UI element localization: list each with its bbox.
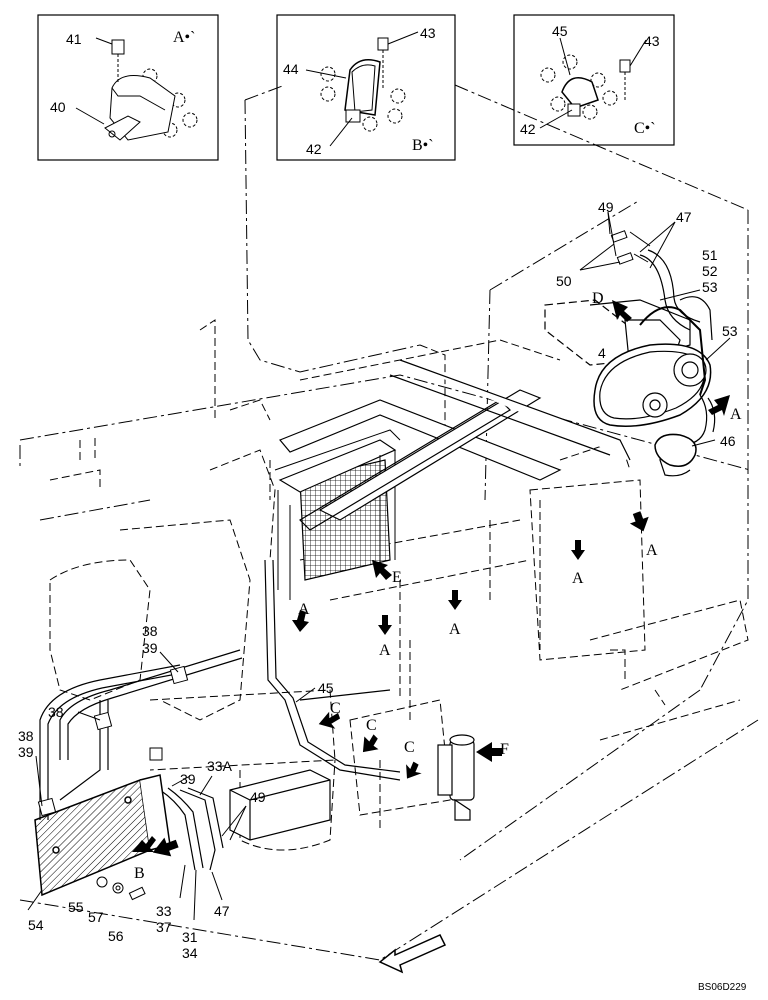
inset-letters: A•` B•` C•` xyxy=(173,29,656,154)
label-47-top: 47 xyxy=(676,209,692,225)
label-39-c: 39 xyxy=(18,744,34,760)
drawing-code: BS06D229 xyxy=(698,982,747,993)
arrow-c3 xyxy=(406,761,422,779)
label-57: 57 xyxy=(88,909,104,925)
label-31: 31 xyxy=(182,929,198,945)
inset-box-c xyxy=(513,14,675,146)
label-49-top: 49 xyxy=(598,199,614,215)
compressor-assembly xyxy=(544,249,716,477)
part-numbers: 41 40 43 44 42 45 43 42 49 47 51 52 53 5… xyxy=(18,23,738,961)
marker-a1: A xyxy=(449,621,461,638)
label-43-c: 43 xyxy=(644,33,660,49)
condenser-54 xyxy=(34,774,171,897)
label-53-b: 53 xyxy=(722,323,738,339)
direction-arrows xyxy=(132,300,730,857)
label-38-b: 38 xyxy=(48,704,64,720)
label-41: 41 xyxy=(66,31,82,47)
label-38-c: 38 xyxy=(18,728,34,744)
label-33a: 33A xyxy=(207,758,233,774)
arrow-a4 xyxy=(629,511,649,532)
clamp-drawing-c xyxy=(540,54,631,120)
arrow-a2 xyxy=(378,615,392,635)
marker-a5: A xyxy=(298,601,310,618)
receiver-dryer xyxy=(437,734,475,821)
fittings-49-50 xyxy=(610,230,651,265)
inset-b-letter: B•` xyxy=(412,137,434,154)
label-4: 4 xyxy=(598,345,606,361)
label-46: 46 xyxy=(720,433,736,449)
label-55: 55 xyxy=(68,899,84,915)
label-45: 45 xyxy=(318,680,334,696)
inset-box-a xyxy=(37,14,219,161)
label-44: 44 xyxy=(283,61,299,77)
arrow-c2 xyxy=(362,734,379,753)
marker-e: E xyxy=(392,569,402,586)
marker-c3: C xyxy=(404,739,415,756)
label-45-c: 45 xyxy=(552,23,568,39)
arrow-b2 xyxy=(132,836,156,852)
label-37: 37 xyxy=(156,919,172,935)
marker-f: F xyxy=(500,741,509,758)
label-38-a: 38 xyxy=(142,623,158,639)
clamp-drawing-a xyxy=(104,39,198,141)
arrow-a1 xyxy=(448,590,462,610)
marker-b: B xyxy=(134,865,145,882)
arrow-a-compressor xyxy=(708,395,730,416)
label-53-a: 53 xyxy=(702,279,718,295)
hose-clamps xyxy=(37,665,189,817)
label-47-bottom: 47 xyxy=(214,903,230,919)
arrow-d xyxy=(612,300,632,322)
label-51: 51 xyxy=(702,247,718,263)
label-49-bottom: 49 xyxy=(250,789,266,805)
arrow-a3 xyxy=(571,540,585,560)
label-34: 34 xyxy=(182,945,198,961)
tank xyxy=(229,769,331,841)
label-50: 50 xyxy=(556,273,572,289)
marker-a3: A xyxy=(572,570,584,587)
marker-a-compressor: A xyxy=(730,406,742,423)
arrow-c1 xyxy=(318,711,341,729)
arrow-e xyxy=(372,560,392,580)
marker-a4: A xyxy=(646,542,658,559)
label-33: 33 xyxy=(156,903,172,919)
label-42-c: 42 xyxy=(520,121,536,137)
arrow-a5 xyxy=(292,610,309,632)
marker-c2: C xyxy=(366,717,377,734)
label-42-b: 42 xyxy=(306,141,322,157)
label-39-a: 39 xyxy=(142,640,158,656)
label-54: 54 xyxy=(28,917,44,933)
hardware-55-57-56 xyxy=(96,876,146,901)
label-40: 40 xyxy=(50,99,66,115)
label-39-d: 39 xyxy=(180,771,196,787)
clamp-drawing-b xyxy=(320,37,406,132)
view-markers: D A E A A A A C C C F B A xyxy=(134,290,742,882)
marker-a2: A xyxy=(379,642,391,659)
inset-c-letter: C•` xyxy=(634,120,656,137)
label-56: 56 xyxy=(108,928,124,944)
marker-d: D xyxy=(592,290,604,307)
arrow-f xyxy=(476,742,502,762)
marker-c1: C xyxy=(330,700,341,717)
label-43-b: 43 xyxy=(420,25,436,41)
cross-bars xyxy=(279,359,631,531)
inset-a-letter: A•` xyxy=(173,29,195,46)
arrow-b xyxy=(152,837,179,857)
leader-lines xyxy=(27,31,731,921)
hose-routing xyxy=(39,559,401,871)
direction-arrow-outline xyxy=(378,934,447,974)
label-52: 52 xyxy=(702,263,718,279)
